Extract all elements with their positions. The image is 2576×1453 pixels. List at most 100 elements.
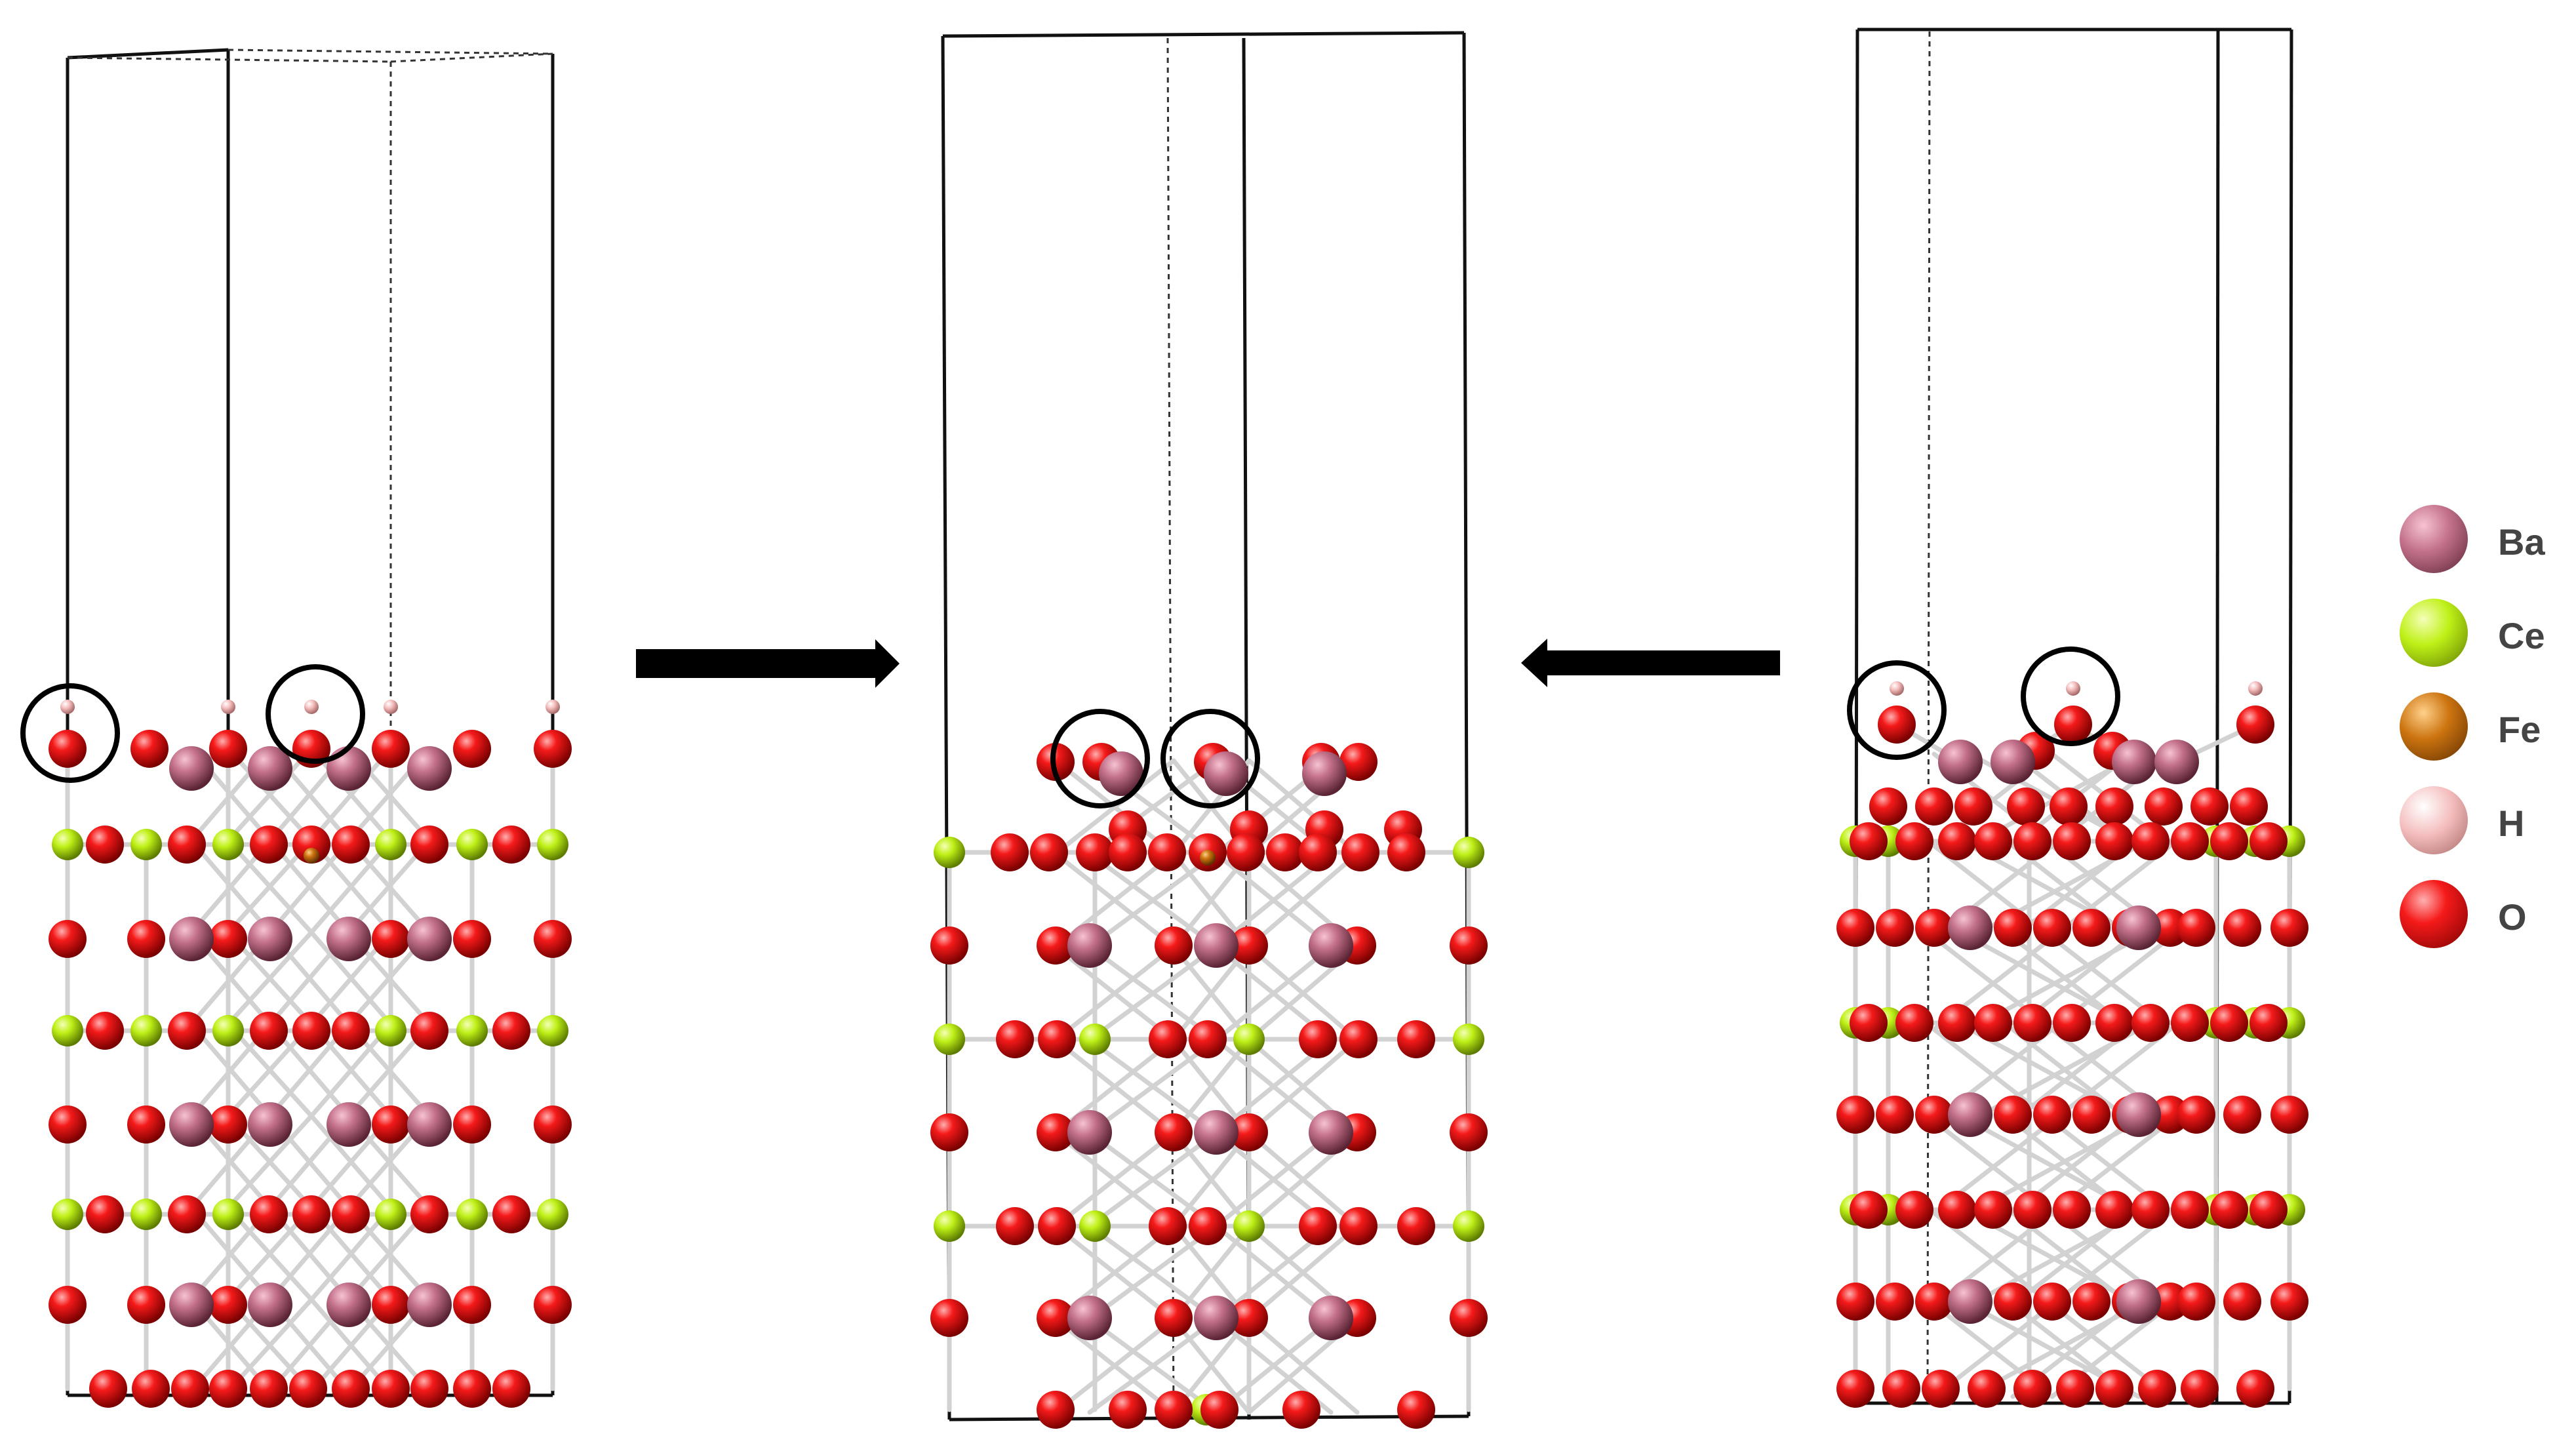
oxygen-atom	[2223, 1096, 2261, 1134]
legend-item-fe: Fe	[2400, 692, 2570, 786]
right-cell-hidden-edges	[1926, 31, 1931, 1397]
barium-atom	[248, 917, 292, 961]
cerium-atom	[1079, 1024, 1111, 1055]
oxygen-atom	[1850, 1191, 1888, 1229]
barium-atom	[1099, 751, 1143, 796]
barium-atom	[1302, 751, 1347, 796]
barium-atom	[327, 746, 371, 791]
oxygen-atom	[1836, 909, 1874, 947]
h-sphere-icon	[2400, 786, 2468, 854]
oxygen-atom	[1109, 833, 1147, 871]
oxygen-atom	[250, 1195, 288, 1233]
oxygen-atom	[2177, 1096, 2215, 1134]
barium-atom	[1067, 923, 1112, 968]
barium-atom	[248, 746, 292, 791]
cerium-atom	[375, 829, 406, 860]
barium-atom	[407, 1283, 452, 1327]
atom-layer	[49, 681, 2308, 1429]
oxygen-atom	[1850, 1004, 1888, 1042]
oxygen-atom	[2210, 1004, 2248, 1042]
cerium-atom	[52, 1015, 83, 1046]
oxygen-atom	[1850, 822, 1888, 860]
oxygen-atom	[2033, 1283, 2071, 1321]
cerium-atom	[1079, 1210, 1111, 1242]
cerium-atom	[52, 829, 83, 860]
oxygen-atom	[2210, 1191, 2248, 1229]
oxygen-atom	[492, 1195, 530, 1233]
oxygen-atom	[1037, 926, 1075, 965]
oxygen-atom	[2230, 787, 2268, 826]
hydrogen-atom	[304, 700, 319, 714]
oxygen-atom	[410, 1370, 448, 1408]
oxygen-atom	[2151, 909, 2189, 947]
oxygen-atom	[2270, 1283, 2308, 1321]
oxygen-atom	[2270, 1096, 2308, 1134]
oxygen-atom	[492, 1370, 530, 1408]
barium-atom	[407, 917, 452, 961]
oxygen-atom	[2053, 822, 2091, 860]
oxygen-atom	[2177, 1283, 2215, 1321]
oxygen-atom	[2095, 1370, 2133, 1408]
oxygen-atom	[2054, 706, 2092, 744]
cerium-atom	[212, 1199, 244, 1230]
oxygen-atom	[1230, 926, 1268, 965]
oxygen-atom	[1895, 822, 1933, 860]
oxygen-atom	[2013, 1191, 2051, 1229]
site-circle	[2021, 647, 2120, 746]
barium-atom	[407, 746, 452, 791]
oxygen-atom	[2181, 1370, 2219, 1408]
cerium-atom	[1453, 1210, 1484, 1242]
oxygen-atom	[1155, 1391, 1193, 1429]
cerium-atom	[375, 1015, 406, 1046]
oxygen-atom	[2095, 1004, 2133, 1042]
left-cell-frame	[66, 48, 555, 1397]
oxygen-atom	[2050, 787, 2088, 826]
oxygen-atom	[1266, 833, 1304, 871]
oxygen-atom	[209, 1286, 247, 1324]
oxygen-atom	[453, 730, 491, 768]
oxygen-atom	[289, 1370, 327, 1408]
cerium-atom	[1453, 837, 1484, 868]
oxygen-atom	[1149, 1207, 1187, 1245]
barium-atom	[1938, 740, 1983, 784]
iron-atom	[304, 848, 319, 864]
cerium-atom	[212, 1015, 244, 1046]
oxygen-atom	[1994, 1283, 2032, 1321]
barium-atom	[1194, 1110, 1238, 1155]
bond	[2010, 1027, 2133, 1124]
oxygen-atom	[1230, 1113, 1268, 1151]
barium-atom	[1948, 1092, 1992, 1137]
barium-atom	[1067, 1296, 1112, 1340]
site-circle	[1847, 660, 1947, 760]
bond	[1171, 1037, 1252, 1136]
barium-atom	[2112, 740, 2156, 784]
bond	[1087, 1037, 1219, 1136]
oxygen-atom	[332, 1012, 370, 1050]
oxygen-atom	[410, 826, 448, 864]
arrow-left	[1521, 639, 1780, 687]
bond	[2050, 1027, 2173, 1124]
bond	[1087, 758, 1219, 856]
oxygen-atom	[168, 1012, 206, 1050]
oxygen-atom	[1968, 1370, 2006, 1408]
oxygen-atom	[2151, 1096, 2189, 1134]
oxygen-atom	[292, 1195, 330, 1233]
oxygen-atom	[1397, 1391, 1435, 1429]
oxygen-atom	[1938, 822, 1976, 860]
oxygen-atom	[292, 826, 330, 864]
oxygen-atom	[2131, 1004, 2170, 1042]
cerium-atom	[1233, 1024, 1265, 1055]
barium-atom	[169, 1102, 214, 1147]
oxygen-atom	[2270, 909, 2308, 947]
oxygen-atom	[2013, 1004, 2051, 1042]
barium-atom	[1948, 906, 1992, 950]
bond	[1087, 1130, 1219, 1229]
barium-atom	[1204, 751, 1248, 796]
oxygen-atom	[1038, 1207, 1076, 1245]
oxygen-atom	[132, 1370, 170, 1408]
cerium-atom	[52, 1199, 83, 1230]
oxygen-atom	[2171, 822, 2209, 860]
oxygen-atom	[1938, 1191, 1976, 1229]
bond	[309, 1022, 393, 1119]
bond	[1087, 1317, 1219, 1415]
